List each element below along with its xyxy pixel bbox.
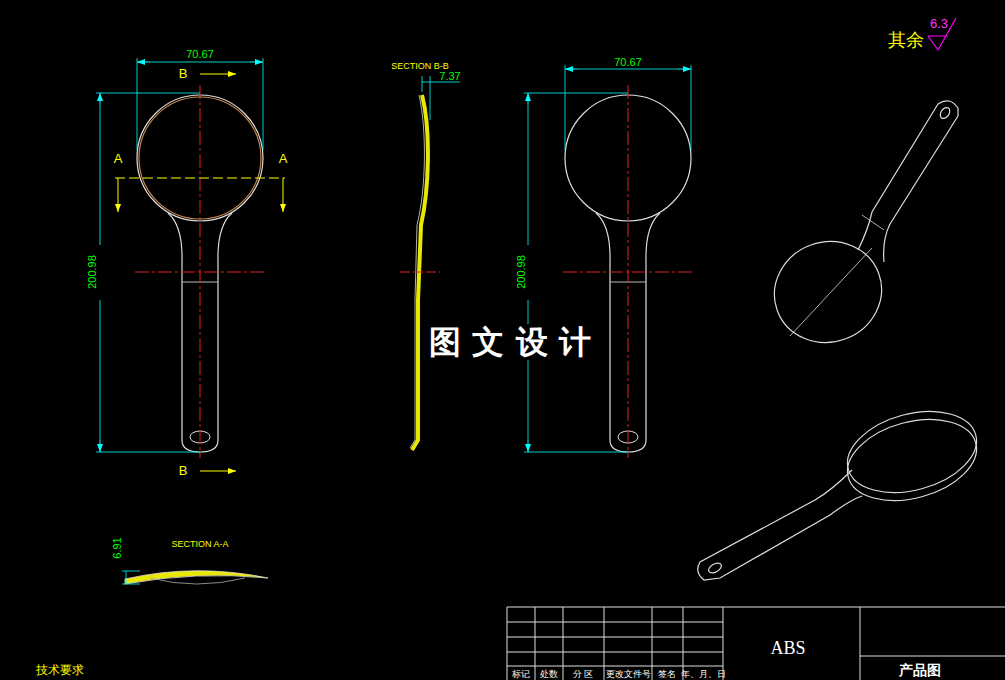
section-letter: B <box>179 67 188 80</box>
table-cell: 更改文件号 <box>606 670 651 679</box>
section-letter: A <box>114 152 123 165</box>
roughness-value: 6.3 <box>930 17 948 30</box>
table-cell: 处数 <box>540 670 558 679</box>
table-cell: 标记 <box>512 670 530 679</box>
section-title: SECTION B-B <box>391 62 449 71</box>
dimension: 200.98 <box>514 251 529 293</box>
section-title: SECTION A-A <box>171 540 228 549</box>
table-cell: 分 区 <box>573 670 594 679</box>
section-letter: A <box>279 152 288 165</box>
note: 其余 <box>888 31 924 49</box>
watermark: 图 文 设 计 <box>425 324 594 360</box>
dimension: 7.37 <box>439 71 460 82</box>
dimension: 200.98 <box>85 251 100 293</box>
material: ABS <box>770 639 805 657</box>
section-letter: B <box>179 464 188 477</box>
dimension: 70.67 <box>186 49 214 60</box>
dimension: 6.91 <box>112 537 123 558</box>
note: 技术要求 <box>36 664 84 676</box>
table-cell: 年、月、日 <box>681 670 726 679</box>
dimension: 70.67 <box>614 57 642 68</box>
drawing-title: 产品图 <box>899 663 941 677</box>
table-cell: 签名 <box>658 670 676 679</box>
